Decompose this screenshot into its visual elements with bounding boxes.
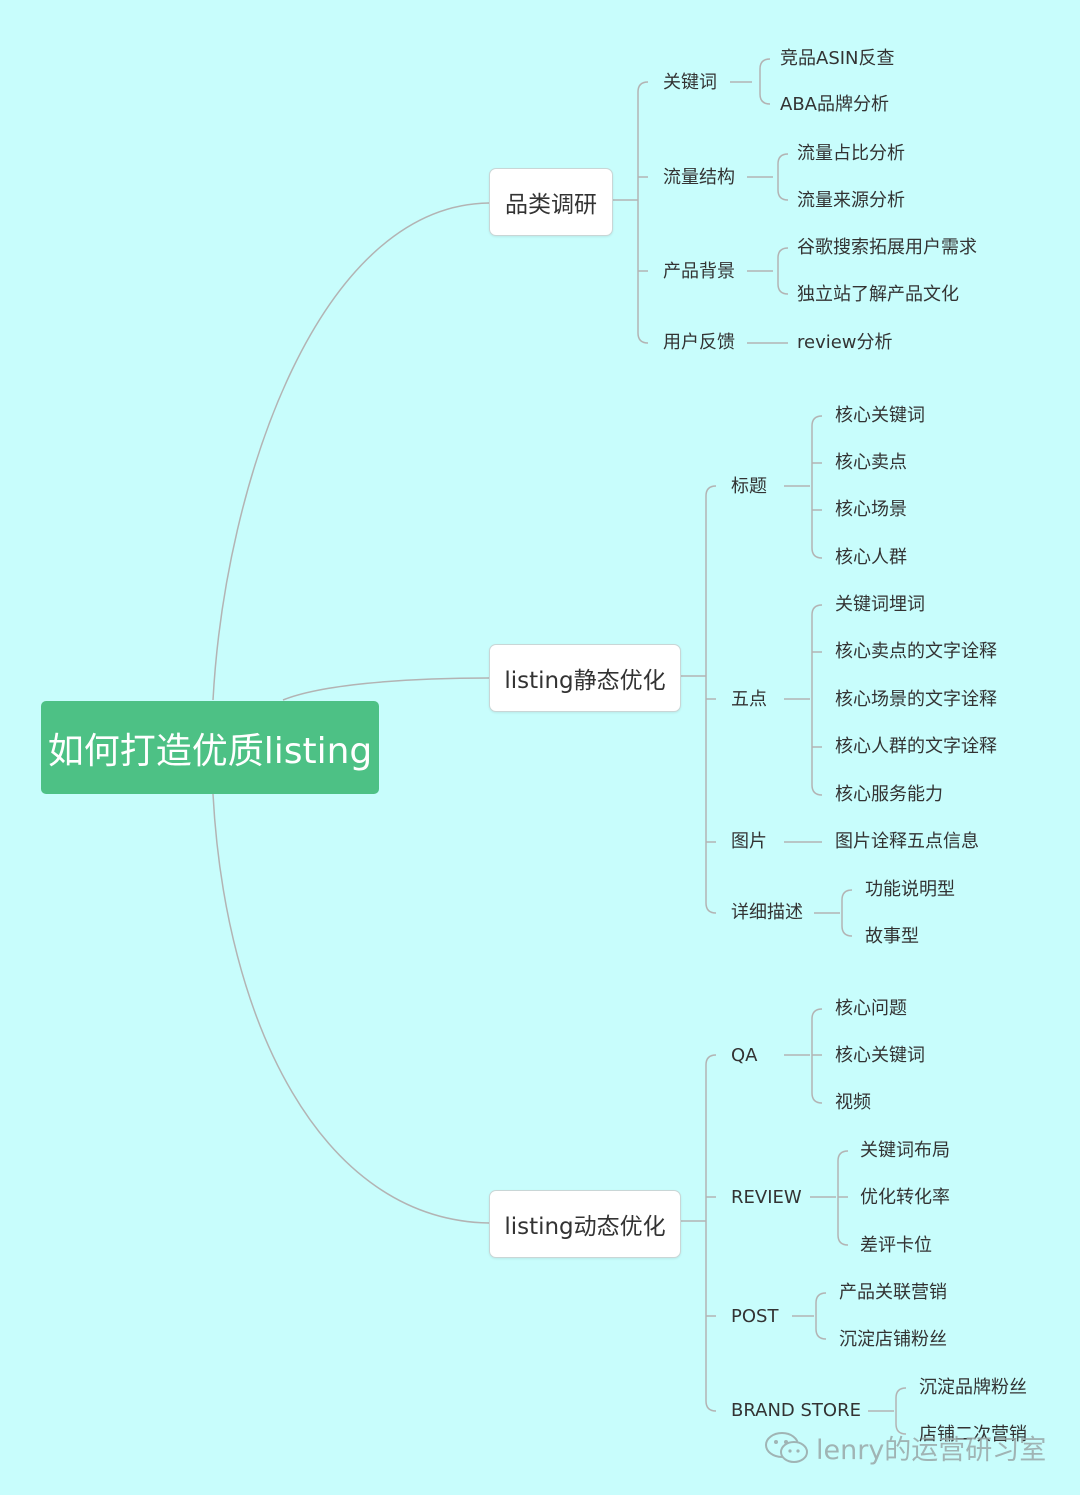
- topic-core-scenarios[interactable]: 核心场景: [835, 499, 907, 520]
- topic-keyword-embedding[interactable]: 关键词埋词: [835, 594, 925, 615]
- branch-static-optimization[interactable]: listing静态优化: [489, 644, 681, 712]
- topic-independent-site[interactable]: 独立站了解产品文化: [797, 284, 959, 305]
- topic-keyword-layout[interactable]: 关键词布局: [860, 1140, 950, 1161]
- topic-audience-text[interactable]: 核心人群的文字诠释: [835, 736, 997, 757]
- topic-selling-point-text[interactable]: 核心卖点的文字诠释: [835, 641, 997, 662]
- watermark-text: lenry的运营研习室: [816, 1435, 1047, 1466]
- topic-brand-fans[interactable]: 沉淀品牌粉丝: [919, 1377, 1027, 1398]
- topic-core-questions[interactable]: 核心问题: [835, 998, 907, 1019]
- branch-category-research[interactable]: 品类调研: [489, 168, 613, 236]
- root-topic[interactable]: 如何打造优质listing: [41, 701, 379, 794]
- topic-competitor-asin[interactable]: 竞品ASIN反查: [780, 48, 895, 69]
- topic-related-marketing[interactable]: 产品关联营销: [839, 1282, 947, 1303]
- topic-traffic-source[interactable]: 流量来源分析: [797, 190, 905, 211]
- topic-qa-core-keywords[interactable]: 核心关键词: [835, 1045, 925, 1066]
- topic-product-background[interactable]: 产品背景: [663, 261, 735, 282]
- topic-conversion-rate[interactable]: 优化转化率: [860, 1187, 950, 1208]
- topic-post[interactable]: POST: [731, 1306, 779, 1327]
- topic-qa[interactable]: QA: [731, 1045, 758, 1066]
- topic-review-analysis[interactable]: review分析: [797, 332, 893, 353]
- topic-store-fans[interactable]: 沉淀店铺粉丝: [839, 1329, 947, 1350]
- topic-title[interactable]: 标题: [731, 476, 767, 497]
- topic-user-feedback[interactable]: 用户反馈: [663, 332, 735, 353]
- topic-negative-review-slot[interactable]: 差评卡位: [860, 1235, 932, 1256]
- topic-google-search[interactable]: 谷歌搜索拓展用户需求: [797, 237, 977, 258]
- topic-service-capability[interactable]: 核心服务能力: [835, 784, 943, 805]
- topic-core-selling-points[interactable]: 核心卖点: [835, 452, 907, 473]
- topic-brand-store[interactable]: BRAND STORE: [731, 1400, 861, 1421]
- topic-aba-brand[interactable]: ABA品牌分析: [780, 94, 889, 115]
- wechat-icon: [765, 1431, 808, 1463]
- topic-images[interactable]: 图片: [731, 831, 767, 852]
- topic-keywords[interactable]: 关键词: [663, 72, 717, 93]
- topic-core-keywords[interactable]: 核心关键词: [835, 405, 925, 426]
- topic-core-audience[interactable]: 核心人群: [835, 547, 907, 568]
- topic-image-five-points[interactable]: 图片诠释五点信息: [835, 831, 979, 852]
- topic-video[interactable]: 视频: [835, 1092, 871, 1113]
- topic-traffic-share[interactable]: 流量占比分析: [797, 143, 905, 164]
- topic-traffic-structure[interactable]: 流量结构: [663, 167, 735, 188]
- topic-store-remarketing[interactable]: 店铺二次营销: [919, 1424, 1027, 1445]
- topic-functional-type[interactable]: 功能说明型: [865, 879, 955, 900]
- topic-scenario-text[interactable]: 核心场景的文字诠释: [835, 689, 997, 710]
- topic-five-points[interactable]: 五点: [731, 689, 767, 710]
- watermark: lenry的运营研习室: [764, 1428, 1046, 1467]
- branch-dynamic-optimization[interactable]: listing动态优化: [489, 1190, 681, 1258]
- topic-detailed-description[interactable]: 详细描述: [731, 902, 803, 923]
- topic-story-type[interactable]: 故事型: [865, 926, 919, 947]
- topic-review[interactable]: REVIEW: [731, 1187, 802, 1208]
